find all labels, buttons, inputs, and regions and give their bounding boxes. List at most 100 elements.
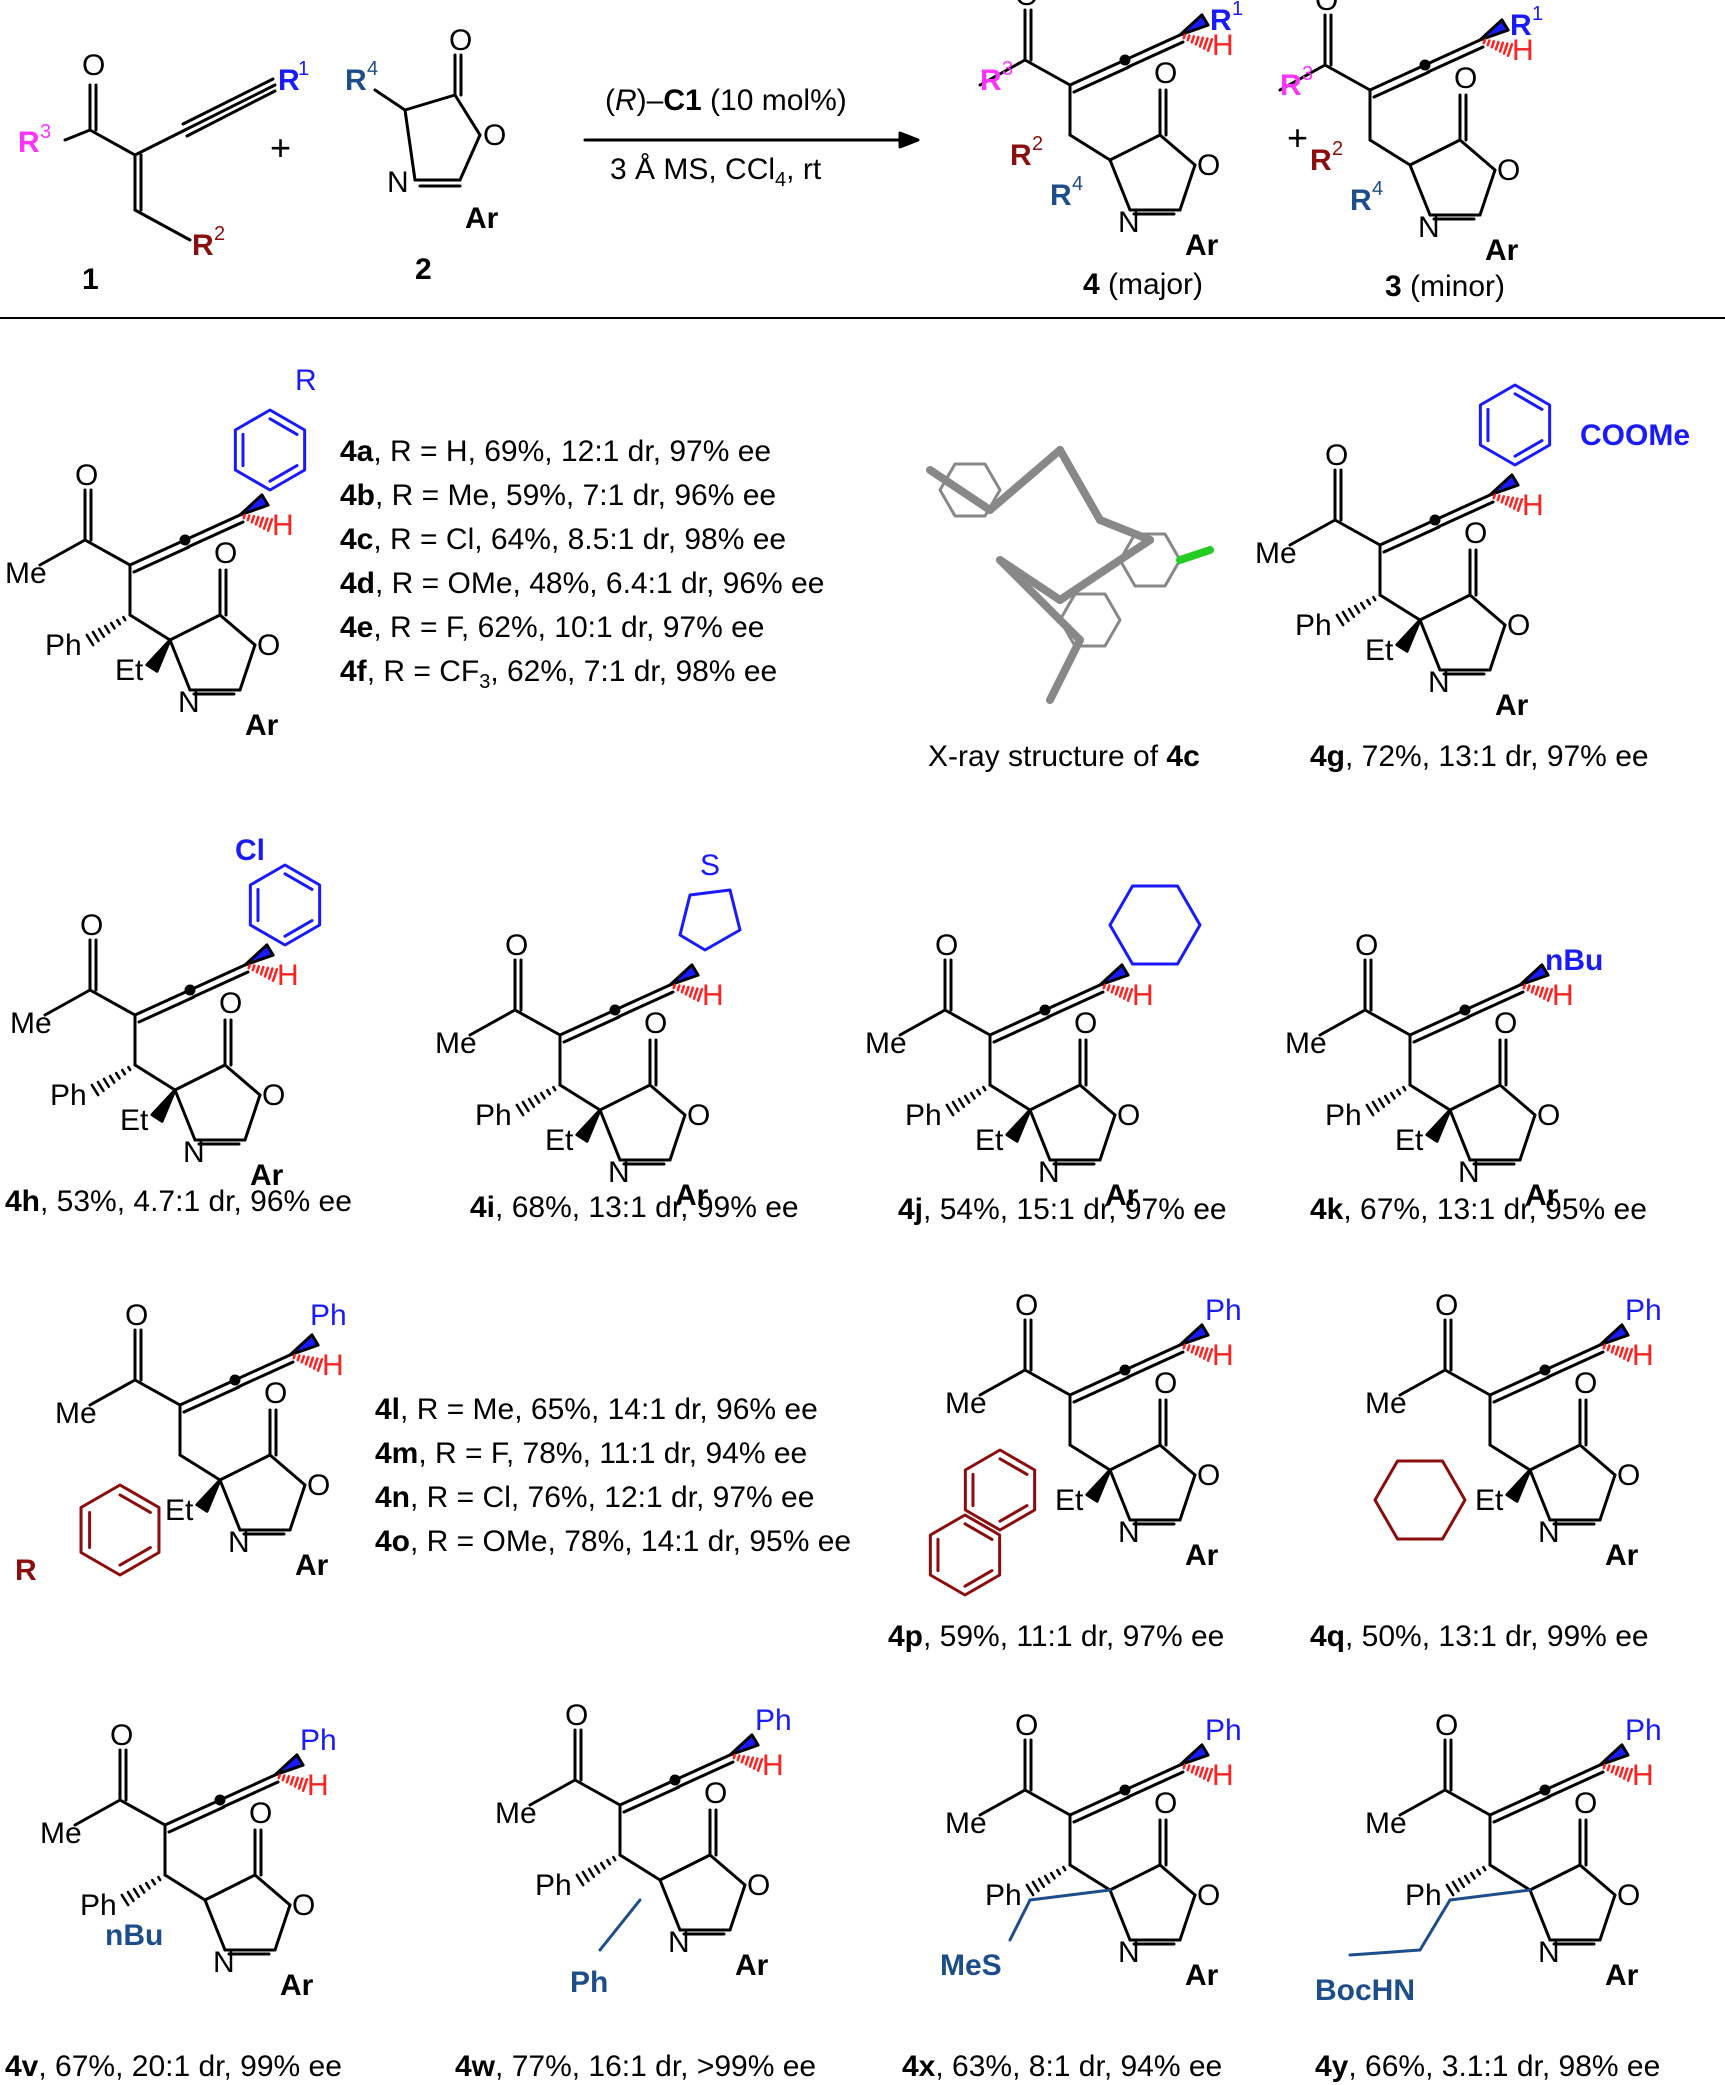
bond — [1096, 516, 1154, 544]
bond — [236, 1360, 295, 1389]
atom-label: O — [1015, 1709, 1038, 1742]
atom-label: Ph — [755, 1704, 792, 1737]
bond — [403, 108, 417, 182]
atom-label: Cl — [235, 834, 265, 867]
list-item: 4m, R = F, 78%, 11:1 dr, 94% ee — [375, 1437, 808, 1470]
bond — [1031, 1880, 1040, 1893]
bond — [1398, 1368, 1447, 1397]
bond — [1288, 518, 1337, 547]
atom-label: O — [935, 929, 958, 962]
bond — [1072, 65, 1131, 94]
minor-label: 3 (minor) — [1385, 270, 1506, 303]
bond — [1443, 1788, 1492, 1817]
ring — [1478, 383, 1552, 467]
bond — [1610, 1765, 1616, 1774]
bond — [988, 1083, 1032, 1112]
atom-label: Ph — [535, 1869, 572, 1902]
bond — [1056, 1868, 1062, 1876]
bond — [316, 1358, 324, 1372]
caption-4i: 4i, 68%, 13:1 dr, 99% ee — [470, 1191, 799, 1224]
bond — [458, 133, 482, 182]
atom-label: H — [1552, 979, 1574, 1012]
bond — [1372, 595, 1377, 602]
bond — [221, 1780, 280, 1809]
atom-label: N — [1118, 1516, 1140, 1549]
list-item: 4a, R = H, 69%, 12:1 dr, 97% ee — [340, 435, 772, 468]
atom-label: Ph — [1325, 1099, 1362, 1132]
bond — [558, 1083, 602, 1112]
atom-label: O — [214, 537, 237, 570]
bond — [1458, 138, 1497, 172]
atom-label: O — [1117, 1099, 1140, 1132]
atom-label: N — [178, 686, 200, 719]
bond — [91, 630, 100, 643]
bond — [598, 1083, 652, 1112]
bond — [963, 1569, 994, 1588]
bond — [97, 627, 106, 638]
bond — [218, 1453, 272, 1482]
bond — [1068, 1863, 1112, 1892]
bond — [1408, 163, 1432, 217]
ring — [233, 408, 307, 492]
bond — [114, 1071, 121, 1080]
bond — [157, 1875, 162, 1882]
bond — [258, 516, 265, 528]
bond — [254, 515, 260, 526]
ring — [1058, 592, 1122, 648]
bond — [1468, 593, 1507, 627]
atom-label: 3 — [40, 121, 51, 143]
bond — [1610, 1345, 1616, 1354]
bond — [1457, 1877, 1466, 1888]
atom-label: 4 — [367, 58, 378, 80]
bond — [1436, 500, 1495, 529]
bond — [1546, 1770, 1605, 1799]
bond — [246, 514, 251, 522]
bond — [108, 1074, 116, 1084]
bond — [515, 1103, 525, 1117]
bond — [1365, 1103, 1375, 1117]
bond — [203, 1898, 227, 1952]
atom-label: S — [700, 849, 720, 882]
atom-label: Ph — [570, 1966, 608, 1999]
bond — [1068, 1443, 1112, 1472]
bond — [562, 1015, 621, 1044]
bond — [1108, 1863, 1162, 1892]
wedge-bond — [243, 943, 275, 967]
bond — [88, 988, 137, 1017]
wedge-bond — [1005, 1108, 1032, 1143]
atom-label: nBu — [1545, 944, 1603, 977]
bond — [527, 1097, 536, 1108]
atom-label: Ph — [1625, 1714, 1662, 1747]
bond — [996, 556, 1084, 644]
bond — [181, 77, 275, 126]
atom-label: Me — [435, 1027, 477, 1060]
bond — [688, 986, 695, 998]
bond — [178, 1453, 222, 1482]
bond — [255, 965, 261, 974]
bond — [163, 1798, 222, 1827]
bond — [168, 638, 192, 692]
bond — [1418, 618, 1442, 672]
wedge-bond — [1425, 1108, 1452, 1143]
bond — [126, 1890, 135, 1903]
bond — [618, 1778, 677, 1807]
allene-dot — [229, 1374, 241, 1386]
bond — [1542, 987, 1549, 1000]
bond — [1190, 1345, 1196, 1354]
allene-dot — [1119, 1364, 1131, 1376]
wedge-bond — [195, 1478, 222, 1513]
bond — [283, 872, 314, 891]
bond — [1466, 990, 1525, 1019]
bond — [1186, 34, 1191, 42]
bond — [289, 1775, 295, 1786]
bond — [1614, 1345, 1620, 1356]
bond — [1123, 33, 1182, 62]
atom-label: N — [228, 1526, 250, 1559]
atom-label: R — [1510, 9, 1532, 42]
atom-label: R — [18, 126, 40, 159]
atom-label: Ar — [1525, 1179, 1559, 1212]
bond — [673, 1753, 732, 1782]
bond — [109, 621, 116, 630]
caption-4j: 4j, 54%, 15:1 dr, 97% ee — [898, 1193, 1227, 1226]
bond — [1068, 1788, 1127, 1817]
